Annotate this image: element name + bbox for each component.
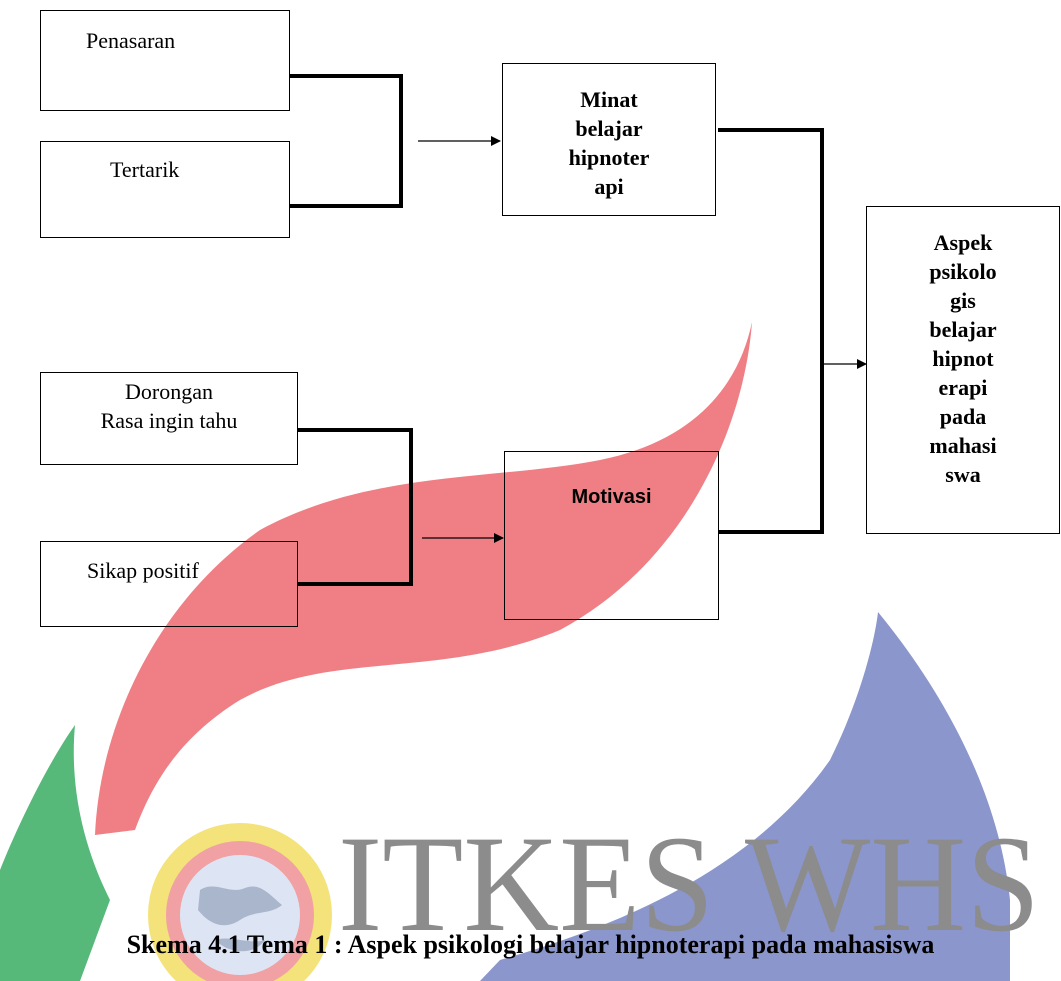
logo-globe-land — [198, 886, 282, 952]
logo-watermark-text: ITKES WHS — [338, 807, 1040, 960]
node-minat-label: Minat belajar hipnoter api — [568, 87, 650, 199]
node-aspek-label: Aspek psikolo gis belajar hipnot erapi p… — [929, 230, 997, 487]
node-motivasi-label: Motivasi — [571, 486, 652, 508]
node-sikap-label: Sikap positif — [87, 558, 199, 583]
node-dorongan: Dorongan Rasa ingin tahu — [40, 372, 298, 465]
node-dorongan-label: Dorongan Rasa ingin tahu — [100, 379, 238, 433]
node-aspek: Aspek psikolo gis belajar hipnot erapi p… — [866, 206, 1060, 534]
node-motivasi: Motivasi — [504, 451, 719, 620]
diagram-caption: Skema 4.1 Tema 1 : Aspek psikologi belaj… — [126, 930, 935, 959]
node-tertarik: Tertarik — [40, 141, 290, 238]
logo-red-swoosh — [95, 322, 752, 835]
node-penasaran-label: Penasaran — [86, 28, 176, 53]
node-sikap: Sikap positif — [40, 541, 298, 627]
logo-green-swoosh — [0, 725, 110, 981]
node-minat: Minat belajar hipnoter api — [502, 63, 716, 216]
node-tertarik-label: Tertarik — [110, 157, 180, 182]
logo-blue-swoosh — [480, 612, 1010, 981]
node-penasaran: Penasaran — [40, 10, 290, 111]
